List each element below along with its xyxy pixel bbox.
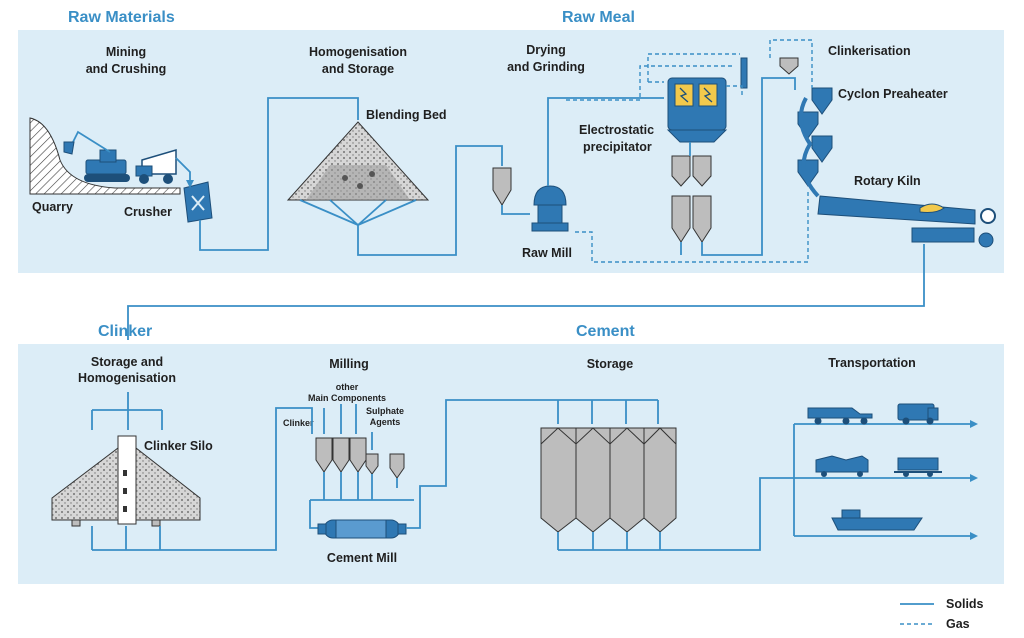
label-and-storage: and Storage: [322, 62, 394, 76]
gas-loop-2: [566, 65, 732, 101]
blending-bed-outflow: [299, 199, 417, 226]
label-mining: Mining: [106, 45, 146, 59]
milling-silos: [315, 437, 405, 479]
heading-cement: Cement: [576, 323, 635, 340]
label-cyclon-preheater: Cyclon Preaheater: [838, 87, 948, 101]
label-clinker-silo: Clinker Silo: [144, 439, 213, 453]
label-cement-mill: Cement Mill: [327, 551, 397, 565]
flow-clinker-in: [91, 392, 163, 430]
cement-storage-silos: [540, 427, 677, 533]
label-clinkerisation: Clinkerisation: [828, 44, 911, 58]
flow-clinker-out: [91, 407, 313, 551]
label-main-components: Main Components: [308, 393, 386, 403]
flow-crusher-to-blending: [199, 97, 359, 251]
flow-mill-to-esp: [547, 97, 664, 186]
flow-milling-to-mill: [309, 472, 414, 529]
gas-return: [572, 192, 809, 263]
label-transportation: Transportation: [828, 356, 916, 370]
excavator-icon: [63, 130, 130, 182]
flow-kiln-to-clinker: [127, 244, 925, 340]
raw-mill-hopper: [492, 167, 512, 206]
heading-raw-materials: Raw Materials: [68, 9, 175, 26]
raw-materials-panel: [18, 30, 1004, 273]
crusher-feed-arrow: [175, 157, 194, 188]
clinker-silo-icon: [51, 435, 201, 527]
flow-blending-to-rawmill: [357, 145, 503, 256]
label-precipitator: precipitator: [583, 140, 652, 154]
flow-mill-to-storage: [406, 399, 658, 529]
rotary-kiln-icon: [817, 195, 996, 248]
train-icons: [815, 455, 942, 477]
chimney-icon: [740, 57, 748, 89]
label-homogenisation: Homogenisation: [309, 45, 407, 59]
label-quarry: Quarry: [32, 200, 73, 214]
label-crusher: Crusher: [124, 205, 172, 219]
gas-clinkerisation: [769, 39, 813, 88]
legend-solids-label: Solids: [946, 597, 984, 611]
label-blending-bed: Blending Bed: [366, 108, 447, 122]
raw-mill-icon: [531, 185, 569, 232]
label-clinker-small: Clinker: [283, 418, 314, 428]
raw-meal-silos: [671, 155, 712, 243]
crusher-icon: [183, 181, 213, 223]
blending-bed-pile: [286, 121, 430, 201]
label-rotary-kiln: Rotary Kiln: [854, 174, 921, 188]
ship-icon: [831, 509, 923, 531]
label-other: other: [336, 382, 359, 392]
flow-milling-inputs: [323, 404, 373, 450]
label-storage-and: Storage and: [91, 355, 163, 369]
flow-storage-inputs: [557, 400, 659, 424]
flow-storage-out: [557, 477, 794, 551]
label-raw-mill: Raw Mill: [522, 246, 572, 260]
heading-clinker: Clinker: [98, 323, 152, 340]
flow-hopper-to-mill: [501, 205, 530, 215]
quarry-hill: [29, 117, 181, 195]
gas-top: [726, 85, 743, 96]
electrostatic-precipitator-icon: [666, 77, 728, 143]
label-agents: Agents: [370, 417, 401, 427]
label-and-grinding: and Grinding: [507, 60, 585, 74]
label-and-crushing: and Crushing: [86, 62, 167, 76]
label-storage: Storage: [587, 357, 634, 371]
label-homogenisation-2: Homogenisation: [78, 371, 176, 385]
gas-esp-loop: [647, 53, 740, 82]
label-milling: Milling: [329, 357, 369, 371]
cement-mill-icon: [317, 519, 407, 539]
heading-raw-meal: Raw Meal: [562, 9, 635, 26]
legend-gas-label: Gas: [946, 617, 970, 631]
label-drying: Drying: [526, 43, 566, 57]
dump-truck-icon: [135, 148, 177, 184]
clinkerisation-cyclone: [779, 57, 799, 75]
label-electrostatic: Electrostatic: [579, 123, 654, 137]
cyclone-preheater-icon: [797, 87, 833, 198]
truck-icons: [807, 403, 939, 425]
label-sulphate: Sulphate: [366, 406, 404, 416]
flow-silos-out: [680, 77, 796, 256]
